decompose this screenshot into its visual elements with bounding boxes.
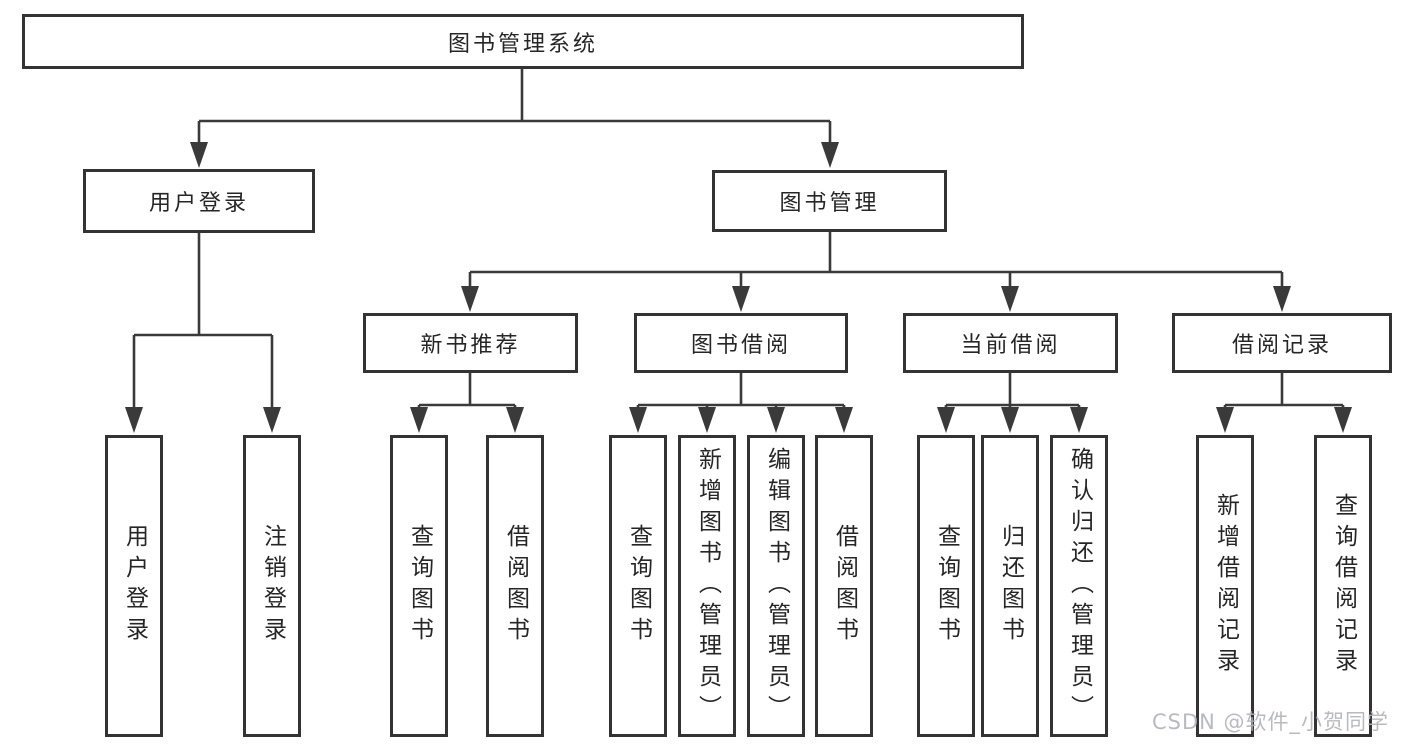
leaf-label: 新增借阅记录 [1212, 493, 1239, 679]
arrow-down-icon [821, 142, 839, 168]
arrowheads-group [125, 142, 1352, 433]
arrow-down-icon [506, 407, 524, 433]
node-library-system: 图书管理系统 [22, 14, 1024, 69]
leaf-label: 新增图书（管理员） [694, 446, 721, 726]
leaf-node-add-borrow-record: 新增借阅记录 [1196, 435, 1254, 737]
leaf-label: 借阅图书 [502, 524, 529, 648]
leaf-node-borrow-books: 借阅图书 [815, 435, 873, 737]
arrow-down-icon [629, 407, 647, 433]
node-user-login: 用户登录 [83, 169, 315, 233]
arrow-down-icon [732, 286, 750, 312]
leaf-label: 查询借阅记录 [1330, 493, 1357, 679]
leaf-node-user-login: 用户登录 [105, 435, 163, 737]
node-label: 图书管理 [779, 191, 880, 216]
leaf-node-edit-books-admin: 编辑图书（管理员） [747, 435, 805, 737]
arrow-down-icon [1334, 407, 1352, 433]
leaf-node-add-books-admin: 新增图书（管理员） [678, 435, 736, 737]
node-label: 用户登录 [148, 191, 249, 216]
leaf-label: 确认归还（管理员） [1066, 446, 1093, 726]
node-label: 图书借阅 [690, 333, 791, 358]
node-book-management: 图书管理 [712, 170, 947, 232]
node-new-book-recommend: 新书推荐 [363, 313, 578, 373]
leaf-node-borrow-books: 借阅图书 [486, 435, 544, 737]
arrow-down-icon [937, 407, 955, 433]
arrow-down-icon [190, 142, 208, 168]
arrow-down-icon [1070, 407, 1088, 433]
arrow-down-icon [1216, 407, 1234, 433]
arrow-down-icon [410, 407, 428, 433]
arrow-down-icon [1273, 286, 1291, 312]
arrow-down-icon [1001, 286, 1019, 312]
arrow-down-icon [835, 407, 853, 433]
node-label: 新书推荐 [420, 333, 521, 358]
leaf-label: 注销登录 [259, 524, 286, 648]
arrow-down-icon [698, 407, 716, 433]
leaf-node-logout: 注销登录 [243, 435, 301, 737]
leaf-label: 归还图书 [997, 524, 1024, 648]
arrow-down-icon [767, 407, 785, 433]
leaf-label: 查询图书 [625, 524, 652, 648]
leaf-label: 用户登录 [121, 524, 148, 648]
arrow-down-icon [125, 407, 143, 433]
node-current-borrow: 当前借阅 [903, 313, 1118, 373]
node-label: 图书管理系统 [447, 31, 598, 57]
node-label: 借阅记录 [1231, 333, 1332, 358]
leaf-node-query-books: 查询图书 [917, 435, 975, 737]
node-borrow-records: 借阅记录 [1172, 313, 1392, 373]
arrow-down-icon [1001, 407, 1019, 433]
csdn-watermark: CSDN @软件_小贺同学 [1152, 710, 1390, 734]
leaf-label: 查询图书 [933, 524, 960, 648]
leaf-node-query-books: 查询图书 [609, 435, 667, 737]
arrow-down-icon [263, 407, 281, 433]
node-label: 当前借阅 [960, 333, 1061, 358]
node-book-borrow: 图书借阅 [634, 313, 848, 373]
leaf-label: 编辑图书（管理员） [763, 446, 790, 726]
arrow-down-icon [461, 286, 479, 312]
leaf-label: 借阅图书 [831, 524, 858, 648]
leaf-label: 查询图书 [406, 524, 433, 648]
leaf-node-confirm-return-admin: 确认归还（管理员） [1050, 435, 1108, 737]
leaf-node-return-books: 归还图书 [981, 435, 1039, 737]
leaf-node-query-borrow-record: 查询借阅记录 [1314, 435, 1372, 737]
leaf-node-query-books: 查询图书 [390, 435, 448, 737]
